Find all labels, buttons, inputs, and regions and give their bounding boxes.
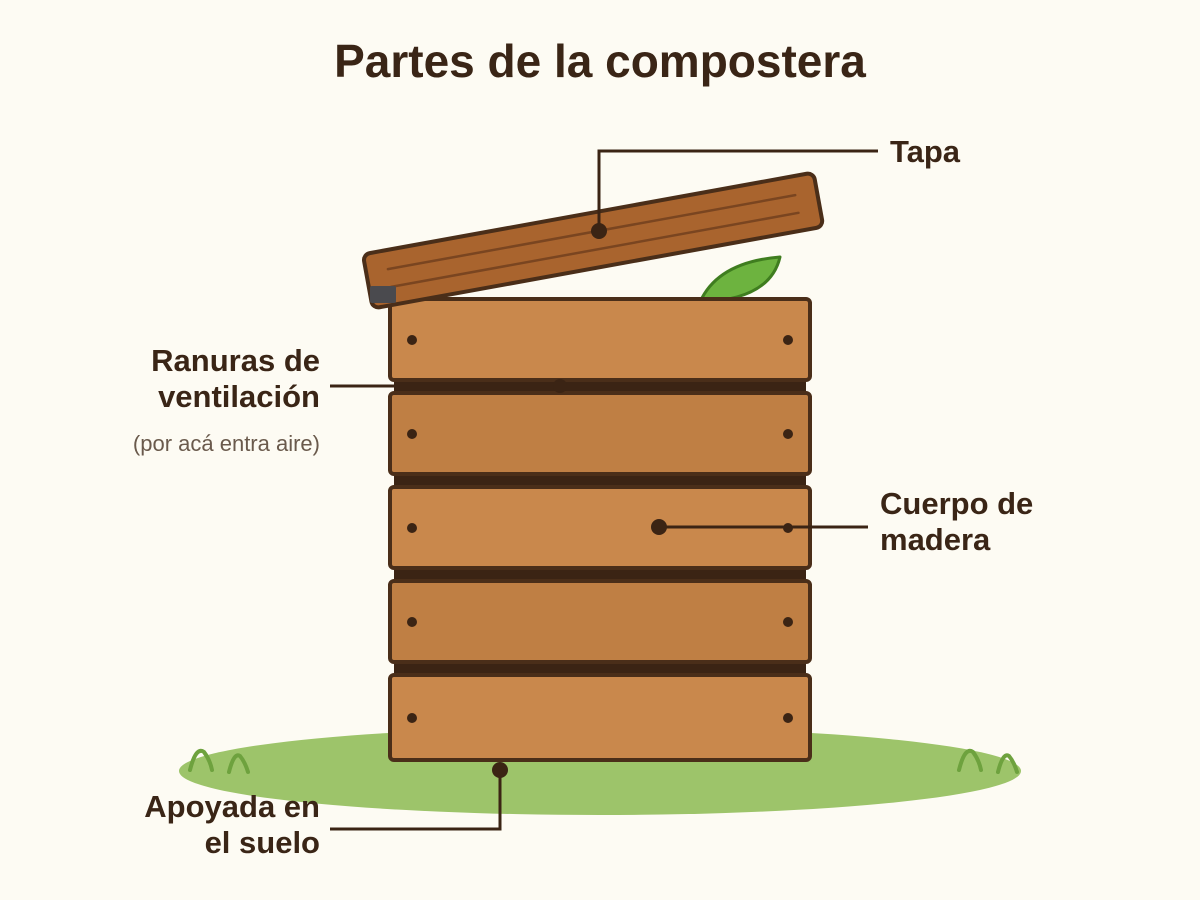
label-body-line1: Cuerpo de [880,486,1034,521]
label-ground-line1: Apoyada en [144,789,320,824]
label-lid: Tapa [890,134,961,169]
label-ventilation-line2: ventilación [158,379,320,415]
label-ventilation-line1: Ranuras de [151,343,320,378]
lid [362,171,825,310]
plank-2 [388,391,812,476]
label-on-ground: Apoyada en el suelo [40,789,320,862]
leaf-icon [698,255,782,304]
label-body-line2: madera [880,522,991,558]
leader-lines [330,149,878,831]
hinge-icon [370,286,396,303]
leader-dots [492,223,667,778]
label-ground-line2: el suelo [204,825,320,861]
grass-tuft-icon [957,748,1019,774]
plank-5 [388,673,812,762]
page-title: Partes de la compostera [334,35,866,87]
label-wooden-body: Cuerpo de madera [880,486,1033,559]
label-ventilation-slots: Ranuras de ventilación [40,343,320,416]
grass-tuft-icon [188,748,250,774]
bin-planks [388,297,812,762]
label-ventilation-note: (por acá entra aire) [132,431,320,456]
plank-4 [388,579,812,664]
plank-1 [388,297,812,382]
leader-tapa [597,149,878,231]
leader-suelo [330,770,502,831]
